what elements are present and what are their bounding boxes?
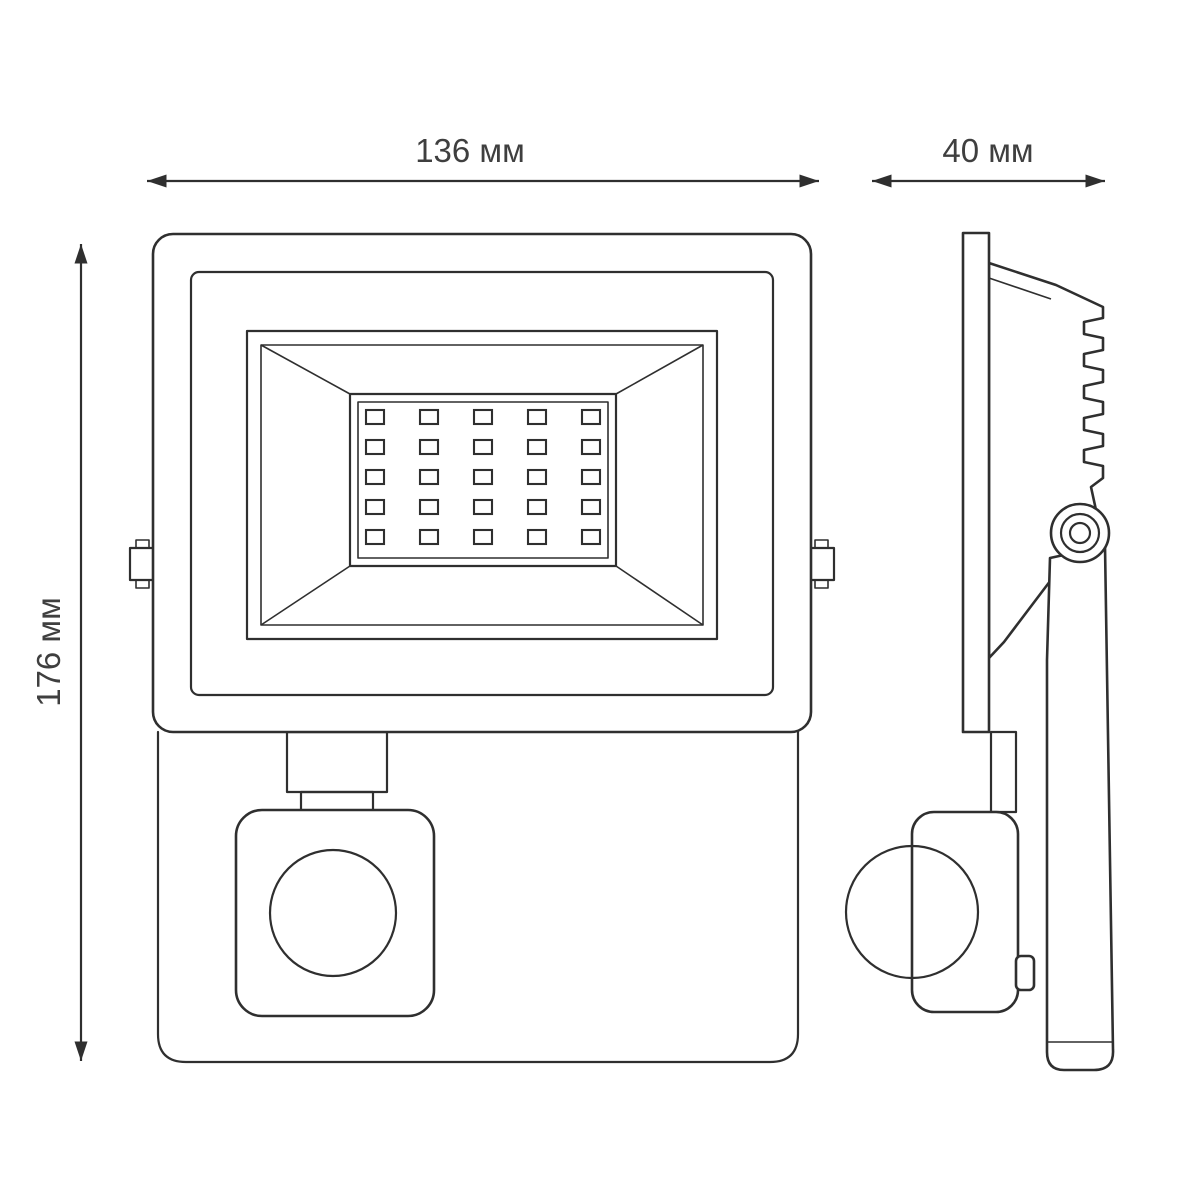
depth-dimension: 40 мм [872,132,1105,188]
bracket-pivot [1049,502,1111,564]
reflector-bevel-bottom-left [260,565,351,626]
width-dimension-label: 136 мм [415,132,525,169]
screw-notch-bottom [135,579,150,589]
led-chip [526,438,548,456]
motion-sensor-housing [234,808,436,1018]
head-inner-frame [189,270,775,697]
led-chip [526,498,548,516]
sensor-neck-profile [989,730,1018,814]
led-chip [418,438,440,456]
bracket-arm [1045,544,1115,1072]
motion-sensor-lens [268,848,398,978]
led-chip [364,498,386,516]
motion-sensor-dome [844,844,980,980]
reflector-bevel-bottom-right [615,565,704,626]
dimension-annotations: 136 мм 40 мм 176 мм [30,132,1105,1061]
reflector-inner-frame [260,344,704,626]
mounting-screw-right [807,539,836,589]
side-view [844,231,1115,1072]
screw-notch-top [814,539,829,549]
depth-dimension-label: 40 мм [942,132,1033,169]
led-chip [526,408,548,426]
front-view [128,232,836,1064]
width-dimension: 136 мм [147,132,819,188]
led-chip [472,498,494,516]
screw-body [128,546,157,582]
led-chip [418,528,440,546]
led-panel-inner [357,401,609,559]
led-chip [364,528,386,546]
led-chip [580,498,602,516]
reflector-bevel-top-left [260,344,351,395]
led-panel-outer [348,392,618,568]
led-chip [418,498,440,516]
led-chip [526,468,548,486]
sensor-adjust-knob [1014,954,1036,992]
led-chip [418,468,440,486]
led-chip [580,468,602,486]
motion-sensor-profile [910,810,1020,1014]
led-chip [580,438,602,456]
led-chip [364,468,386,486]
heatsink-profile [987,261,1105,660]
lower-body-outline [156,730,800,1064]
pivot-ring [1059,512,1101,554]
screw-body [807,546,836,582]
height-dimension: 176 мм [30,244,88,1061]
led-chip [472,438,494,456]
height-dimension-label: 176 мм [30,597,67,707]
led-chip [526,528,548,546]
led-chip [364,438,386,456]
screw-notch-top [135,539,150,549]
reflector-bevel-top-right [615,344,704,395]
led-grid [364,408,602,546]
heatsink-inner-edge [988,277,1052,300]
sensor-stem-upper [285,730,389,794]
mounting-screw-left [128,539,157,589]
led-chip [472,468,494,486]
reflector-outer-frame [245,329,719,641]
front-plate-profile [961,231,991,734]
led-chip [580,528,602,546]
led-chip [472,408,494,426]
screw-notch-bottom [814,579,829,589]
led-chip [418,408,440,426]
led-chip [580,408,602,426]
led-chip [364,408,386,426]
pivot-washer [1049,502,1111,564]
led-chip [472,528,494,546]
pivot-bolt-head [1068,521,1092,545]
